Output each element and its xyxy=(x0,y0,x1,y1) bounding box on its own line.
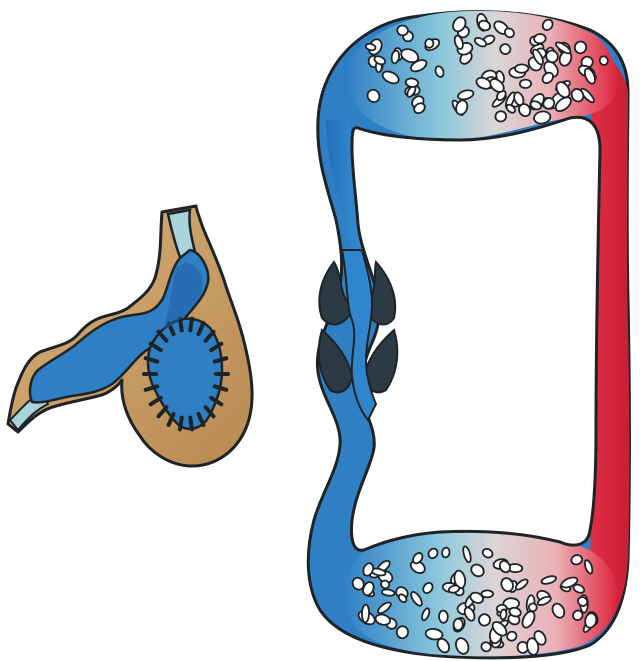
trabecula xyxy=(190,418,192,430)
capillary-cell xyxy=(479,614,491,626)
heart-cross-section xyxy=(8,206,252,466)
capillary-cell xyxy=(520,80,532,89)
trabecula xyxy=(180,319,182,331)
capillary-cell xyxy=(515,64,529,73)
capillary-cell xyxy=(500,609,507,620)
capillary-cell xyxy=(441,547,450,558)
capillary-cell xyxy=(396,626,409,639)
capillary-cell xyxy=(405,78,419,88)
capillary-cell xyxy=(453,618,463,630)
capillary-cell xyxy=(439,610,448,623)
trabecula xyxy=(190,319,192,331)
capillary-cell xyxy=(362,604,370,622)
capillary-cell xyxy=(424,38,434,48)
capillary-cell xyxy=(534,33,547,44)
circulation-loop xyxy=(308,11,629,658)
capillary-cell xyxy=(396,25,408,37)
trabecula xyxy=(180,418,182,430)
